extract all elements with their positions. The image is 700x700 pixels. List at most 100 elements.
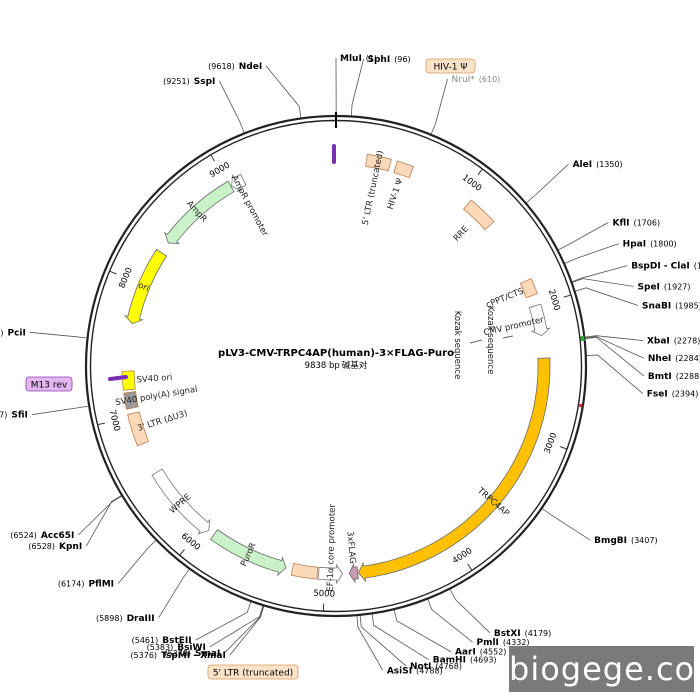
site-name: FseI: [647, 390, 668, 400]
leader-29: [29, 331, 88, 339]
tick-6000: [179, 549, 185, 556]
site-tspmi-xmai: (5376)TspMI - XmaI: [130, 651, 225, 661]
leader-17: [371, 613, 429, 661]
watermark: biogege.com: [509, 646, 700, 692]
feature-ltr3: 3' LTR (ΔU3): [127, 409, 189, 447]
amprp-arrow: [231, 173, 247, 193]
tick-label-5000: 5000: [313, 589, 335, 600]
site-bmti: BmtI(2288): [648, 372, 700, 382]
feature-amprp: AmpR promoter: [229, 174, 270, 239]
rre-label: RRE: [452, 224, 471, 243]
site-nrui-: NruI* (610): [451, 75, 500, 85]
site-name: NruI*: [451, 75, 475, 85]
ampr-arrow: [164, 180, 235, 245]
site-position: (4552): [480, 648, 507, 657]
m13rev-callout: M13 rev: [25, 376, 73, 392]
site-name: PciI: [7, 328, 25, 338]
site-position: (1350): [596, 160, 623, 169]
site-name: BmtI: [648, 372, 672, 382]
plasmid-backbone: [84, 112, 588, 618]
site-name: AarI: [455, 648, 476, 658]
site-smai: (5378)SmaI: [164, 649, 220, 659]
tick-label-8000: 8000: [117, 266, 135, 290]
hiv1psi-label: HIV-1 Ψ: [386, 177, 406, 211]
site-position: (6528): [28, 542, 55, 551]
site-bmgbi: BmgBI(3407): [594, 536, 658, 546]
site-name: SpeI: [638, 282, 660, 292]
leader-31: [265, 65, 302, 119]
flag-arrow: [348, 562, 359, 584]
site-spei: SpeI(1927): [638, 282, 691, 292]
leader-21: [229, 605, 265, 656]
rre-box: [462, 199, 495, 231]
site-name: NdeI: [239, 62, 262, 72]
site-bsiwi: (5383)BsiWI: [147, 643, 206, 653]
site-name: SfiI: [11, 411, 28, 421]
site-name: BspDI - ClaI: [631, 262, 690, 272]
feature-sv40ori: SV40 ori: [121, 370, 173, 391]
cppt-box: [519, 277, 538, 299]
site-kfli: KflI(1706): [612, 218, 660, 228]
site-name: TspMI - XmaI: [161, 651, 226, 661]
leader-26: [78, 495, 123, 536]
site-position: (2394): [672, 390, 699, 399]
site-position: (9618): [208, 62, 235, 71]
plasmid-size-suffix: 碱基对: [342, 360, 368, 371]
site-position: (1706): [633, 218, 660, 227]
site-kpni: (6528) KpnI: [28, 542, 82, 552]
site-sspi: (9251)SspI: [163, 77, 215, 87]
site-name: BsiWI: [177, 643, 206, 653]
site-bspdi-clai: BspDI - ClaI(1922): [631, 262, 700, 272]
ori-arrow: [123, 248, 168, 325]
site-position: (4332): [503, 638, 530, 647]
tick-4000: [467, 563, 473, 571]
feature-flag: 3xFLAG: [344, 531, 359, 584]
site-name: AleI: [573, 160, 593, 170]
site-bamhi: BamHI(4693): [433, 656, 497, 666]
leader-13: [541, 507, 591, 541]
kozak-label-right: Kozak sequence: [485, 306, 495, 375]
feature-hiv1psi: HIV-1 Ψ: [386, 160, 414, 211]
site-leaders: [29, 57, 645, 671]
tick-label-6000: 6000: [179, 531, 202, 552]
site-position: (3407): [631, 536, 658, 545]
ltr3-label: 3' LTR (ΔU3): [136, 409, 188, 434]
site-position: (1800): [650, 240, 677, 249]
site-mlui: MluI(1): [340, 54, 377, 64]
feature-wpre: WPRE: [151, 468, 211, 535]
sv40pa-box: [123, 391, 139, 410]
site-name: XbaI: [647, 337, 670, 347]
leader-8: [574, 287, 639, 306]
site-ndei: (9618) NdeI: [208, 62, 262, 72]
wpre-arrow: [151, 468, 211, 535]
ef1a-label: EF-1α core promoter: [326, 504, 338, 592]
tick-label-1000: 1000: [460, 173, 483, 194]
feature-ampr: AmpR: [164, 180, 235, 245]
sv40ori-label: SV40 ori: [136, 373, 172, 385]
tick-8000: [109, 270, 117, 275]
tick-label-2000: 2000: [546, 288, 562, 312]
site-name: SphI: [368, 55, 391, 65]
site-name: MluI: [340, 54, 362, 64]
leader-15: [427, 598, 473, 643]
hiv1psi-callout: HIV-1 Ψ: [425, 58, 476, 74]
cmv-arrow: [528, 303, 551, 337]
site-aari: AarI (4552): [455, 648, 506, 658]
feature-ltr5b: [290, 563, 319, 580]
feature-ef1a: EF-1α core promoter: [317, 504, 343, 592]
site-position: (2284): [675, 354, 700, 363]
ltr5b-box: [290, 563, 319, 580]
ef1a-arrow: [317, 563, 343, 585]
site-name: KpnI: [59, 542, 82, 552]
site-name: SnaBI: [642, 302, 671, 312]
site-name: AsiSI: [387, 666, 412, 676]
site-bstxi: BstXI(4179): [494, 629, 551, 639]
site-position: (610): [479, 75, 501, 84]
site-name: BamHI: [433, 656, 466, 666]
site-alei: AleI(1350): [573, 160, 623, 170]
site-position: (7554): [0, 328, 3, 337]
site-name: HpaI: [623, 240, 646, 250]
leader-12: [585, 354, 644, 394]
leader-28: [31, 405, 90, 416]
